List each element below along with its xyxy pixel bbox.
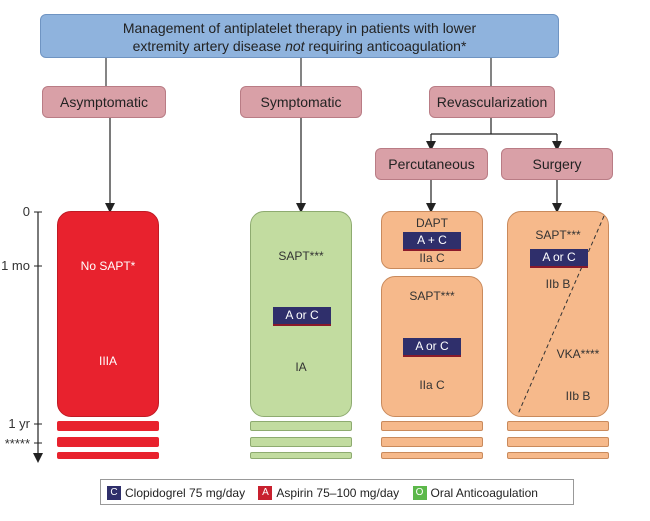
percutaneous-early-class: IIa C xyxy=(419,251,445,265)
aspirin-icon: A xyxy=(258,485,273,500)
symptomatic-therapy: SAPT*** xyxy=(278,249,324,263)
timeline-label-long: ***** xyxy=(4,436,30,451)
surgery-drug-badge: A or C xyxy=(530,249,588,268)
percutaneous-late-class: IIa C xyxy=(419,378,445,392)
timeline-label-0: 0 xyxy=(22,204,30,219)
legend-aspirin-label: Aspirin 75–100 mg/day xyxy=(276,485,400,500)
category-revascularization: Revascularization xyxy=(429,86,555,118)
diagram-title: Management of antiplatelet therapy in pa… xyxy=(40,14,559,58)
category-asymptomatic: Asymptomatic xyxy=(42,86,166,118)
symptomatic-class: IA xyxy=(295,360,307,374)
anticoagulation-icon: O xyxy=(412,485,427,500)
title-line-1: Management of antiplatelet therapy in pa… xyxy=(122,20,477,36)
category-symptomatic: Symptomatic xyxy=(240,86,362,118)
timeline-label-1mo: 1 mo xyxy=(1,258,30,273)
percutaneous-early-drug-badge: A + C xyxy=(403,232,461,251)
asymptomatic-stripe-1 xyxy=(57,421,159,431)
surgery-stripe-3 xyxy=(507,452,609,459)
percutaneous-stripe-3 xyxy=(381,452,483,459)
category-surgery: Surgery xyxy=(501,148,613,180)
surgery-therapy: SAPT*** xyxy=(535,228,581,242)
percutaneous-late-therapy: SAPT*** xyxy=(409,289,455,303)
clopidogrel-icon: C xyxy=(107,485,121,500)
legend-anticoagulation-label: Oral Anticoagulation xyxy=(430,485,538,500)
surgery-stripe-1 xyxy=(507,421,609,431)
percutaneous-late-drug-badge: A or C xyxy=(403,338,461,357)
timeline-label-1yr: 1 yr xyxy=(8,416,30,431)
symptomatic-drug-badge: A or C xyxy=(273,307,331,326)
asymptomatic-stripe-3 xyxy=(57,452,159,459)
percutaneous-early-bar: DAPT A + C IIa C xyxy=(381,211,483,269)
surgery-alt-therapy: VKA**** xyxy=(556,347,600,361)
symptomatic-stripe-2 xyxy=(250,437,352,447)
asymptomatic-therapy: No SAPT* xyxy=(80,259,136,273)
symptomatic-stripe-3 xyxy=(250,452,352,459)
percutaneous-stripe-1 xyxy=(381,421,483,431)
surgery-class-1: IIb B xyxy=(545,277,571,291)
asymptomatic-bar: No SAPT* IIIA xyxy=(57,211,159,417)
surgery-class-2: IIb B xyxy=(565,389,591,403)
percutaneous-late-bar: SAPT*** A or C IIa C xyxy=(381,276,483,417)
legend-clopidogrel-label: Clopidogrel 75 mg/day xyxy=(125,485,246,500)
title-line-2: extremity artery disease not requiring a… xyxy=(132,38,467,54)
surgery-bar: SAPT*** A or C IIb B VKA**** IIb B xyxy=(507,211,609,417)
symptomatic-stripe-1 xyxy=(250,421,352,431)
asymptomatic-stripe-2 xyxy=(57,437,159,447)
symptomatic-bar: SAPT*** A or C IA xyxy=(250,211,352,417)
category-percutaneous: Percutaneous xyxy=(375,148,488,180)
percutaneous-stripe-2 xyxy=(381,437,483,447)
surgery-divider-line xyxy=(517,215,605,415)
percutaneous-early-therapy: DAPT xyxy=(415,216,448,230)
asymptomatic-class: IIIA xyxy=(98,354,117,368)
surgery-stripe-2 xyxy=(507,437,609,447)
